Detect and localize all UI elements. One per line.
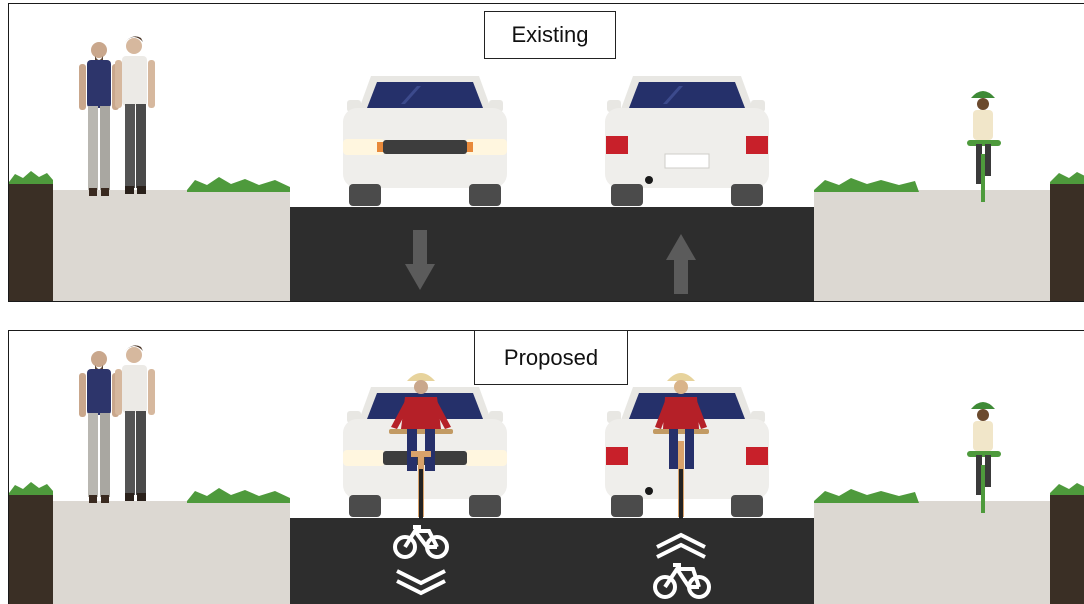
right-soil [1050,493,1084,604]
cyclist-icon [967,91,1001,202]
grass-icon [9,171,53,184]
right-sidewalk [814,501,1050,604]
roadway [290,518,814,604]
cyclist-icon [967,402,1001,513]
grass-icon [187,177,290,192]
left-sidewalk [53,190,290,302]
pedestrian-icon [115,345,155,501]
pedestrian-icon [79,351,119,503]
pedestrian-icon [115,36,155,194]
right-sidewalk [814,190,1050,302]
grass-icon [1050,483,1084,495]
car-rear-icon [605,76,769,206]
existing-label: Existing [484,11,616,59]
grass-icon [1050,172,1084,184]
left-soil [9,182,53,302]
right-soil [1050,182,1084,302]
grass-icon [814,178,919,192]
grass-icon [187,488,290,503]
grass-icon [814,489,919,503]
roadway [290,207,814,302]
grass-icon [9,482,53,495]
left-sidewalk [53,501,290,604]
car-front-icon [343,76,507,206]
proposed-label: Proposed [474,330,628,385]
pedestrian-icon [79,42,119,196]
left-soil [9,493,53,604]
